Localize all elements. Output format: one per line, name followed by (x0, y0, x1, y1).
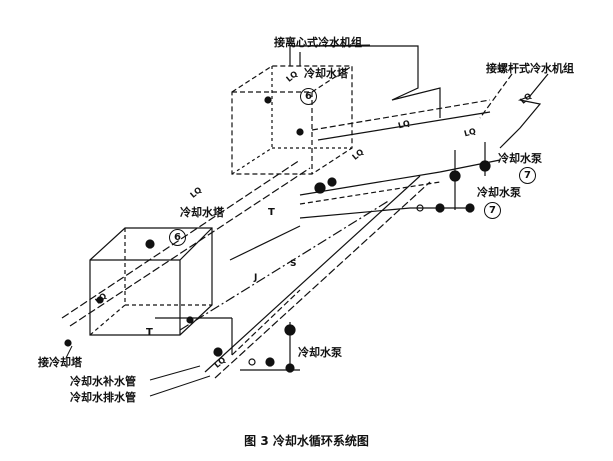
tower-number-badge-top: 6 (300, 88, 317, 105)
label-pump-upper: 冷却水泵 (498, 152, 542, 165)
label-makeup-pipe: 冷却水补水管 (70, 375, 136, 388)
lower-pump-assembly (240, 322, 300, 373)
pump-number-badge-middle: 7 (484, 202, 501, 219)
label-screw-chiller: 接螺杆式冷水机组 (486, 62, 574, 75)
pipe-code: S (290, 259, 297, 269)
riser-centrifugal (290, 46, 440, 118)
riser-screw (480, 74, 548, 148)
upper-pump-assembly (410, 142, 500, 213)
figure-caption: 图 3 冷却水循环系统图 (244, 434, 369, 448)
lower-cooling-tower (90, 228, 212, 335)
tower-number-badge-low: 6 (169, 229, 186, 246)
upper-cooling-tower (232, 66, 352, 174)
label-cooling-tower-mid: 冷却水塔 (180, 206, 224, 219)
pipe-code: T (268, 207, 275, 218)
valve-marks (64, 96, 337, 357)
label-connect-tower: 接冷却塔 (38, 356, 82, 369)
pipe-code: J (254, 273, 258, 283)
main-pipes (62, 100, 490, 378)
label-drain-pipe: 冷却水排水管 (70, 391, 136, 404)
pump-number-badge-upper: 7 (519, 167, 536, 184)
label-centrifugal-chiller: 接离心式冷水机组 (274, 36, 362, 49)
label-pump-middle: 冷却水泵 (477, 186, 521, 199)
label-cooling-tower-top: 冷却水塔 (304, 67, 348, 80)
label-pump-lower: 冷却水泵 (298, 346, 342, 359)
pipe-code: T (146, 327, 153, 338)
leader-lines (66, 45, 370, 396)
